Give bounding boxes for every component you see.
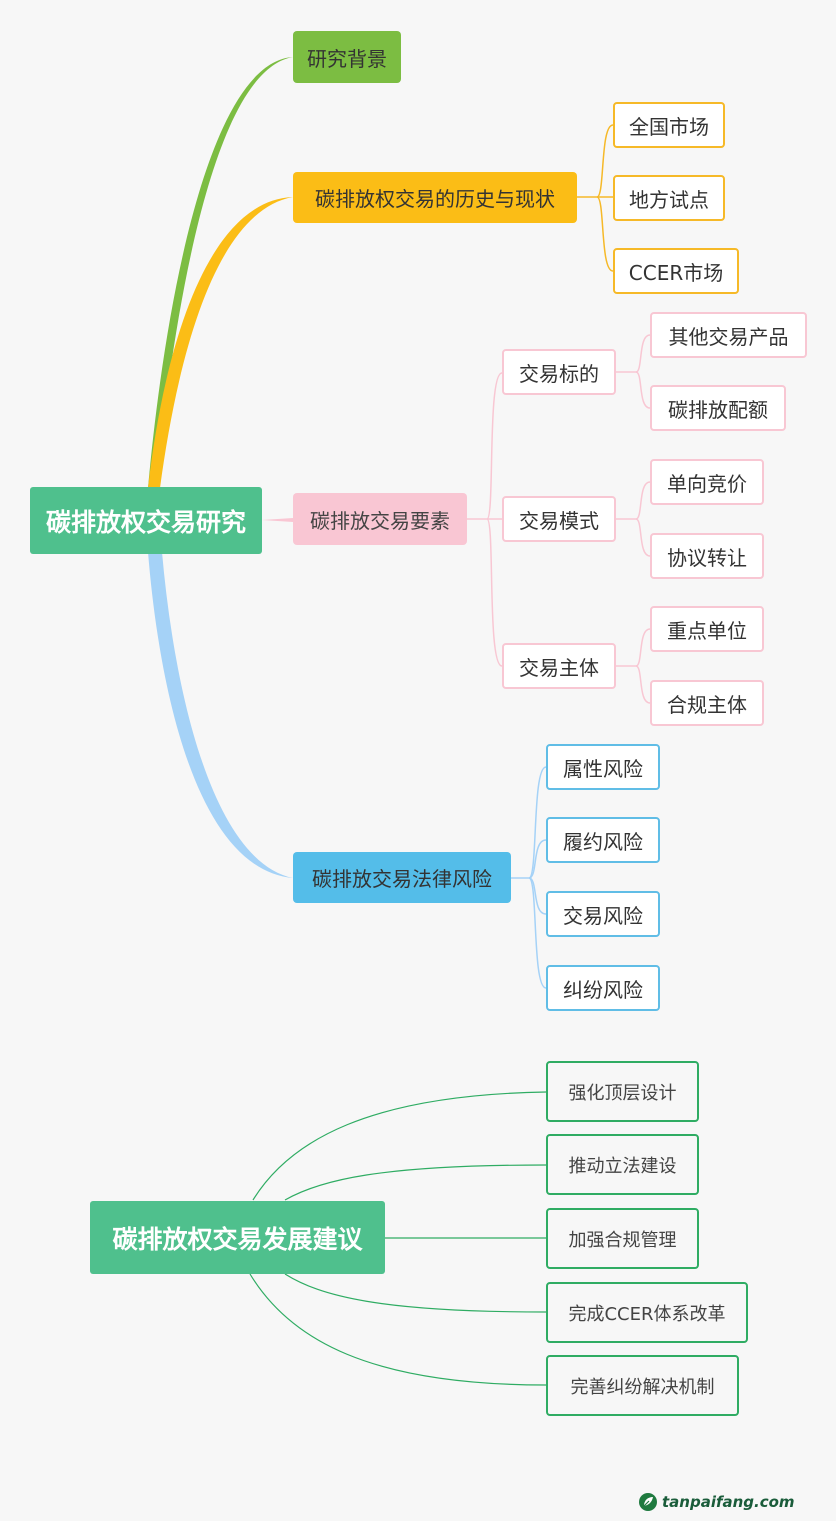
leaf-agreement-transfer[interactable]: 协议转让 <box>650 533 764 579</box>
sub-subject-matter[interactable]: 交易标的 <box>502 349 616 395</box>
suggestion-ccer-reform[interactable]: 完成CCER体系改革 <box>546 1282 748 1343</box>
suggestion-compliance[interactable]: 加强合规管理 <box>546 1208 699 1269</box>
branch-line-history <box>148 197 293 488</box>
branch-history[interactable]: 碳排放权交易的历史与现状 <box>293 172 577 223</box>
leaf-one-way-bidding[interactable]: 单向竞价 <box>650 459 764 505</box>
root-node-research[interactable]: 碳排放权交易研究 <box>30 487 262 554</box>
elements-connectors <box>467 334 651 704</box>
leaf-compliance-entities[interactable]: 合规主体 <box>650 680 764 726</box>
sub-trading-mode[interactable]: 交易模式 <box>502 496 616 542</box>
leaf-performance-risk[interactable]: 履约风险 <box>546 817 660 863</box>
branch-risks[interactable]: 碳排放交易法律风险 <box>293 852 511 903</box>
history-connectors <box>577 124 614 272</box>
leaf-key-units[interactable]: 重点单位 <box>650 606 764 652</box>
suggestion-top-design[interactable]: 强化顶层设计 <box>546 1061 699 1122</box>
branch-line-elements <box>262 518 293 522</box>
branch-background[interactable]: 研究背景 <box>293 31 401 83</box>
branch-elements[interactable]: 碳排放交易要素 <box>293 493 467 545</box>
leaf-other-products[interactable]: 其他交易产品 <box>650 312 807 358</box>
leaf-allowance[interactable]: 碳排放配额 <box>650 385 786 431</box>
leaf-ccer-market[interactable]: CCER市场 <box>613 248 739 294</box>
watermark: tanpaifang.com <box>638 1488 795 1516</box>
leaf-logo-icon <box>639 1493 657 1511</box>
leaf-local-pilot[interactable]: 地方试点 <box>613 175 725 221</box>
watermark-text: tanpaifang.com <box>662 1493 795 1511</box>
leaf-dispute-risk[interactable]: 纠纷风险 <box>546 965 660 1011</box>
leaf-trading-risk[interactable]: 交易风险 <box>546 891 660 937</box>
leaf-national-market[interactable]: 全国市场 <box>613 102 725 148</box>
suggestion-connectors <box>249 1091 547 1386</box>
leaf-attribute-risk[interactable]: 属性风险 <box>546 744 660 790</box>
branch-line-risks <box>148 552 293 878</box>
suggestion-legislation[interactable]: 推动立法建设 <box>546 1134 699 1195</box>
branch-line-background <box>148 57 293 488</box>
suggestion-dispute-resolution[interactable]: 完善纠纷解决机制 <box>546 1355 739 1416</box>
root-node-suggestions[interactable]: 碳排放权交易发展建议 <box>90 1201 385 1274</box>
sub-trading-parties[interactable]: 交易主体 <box>502 643 616 689</box>
risk-connectors <box>511 766 547 989</box>
